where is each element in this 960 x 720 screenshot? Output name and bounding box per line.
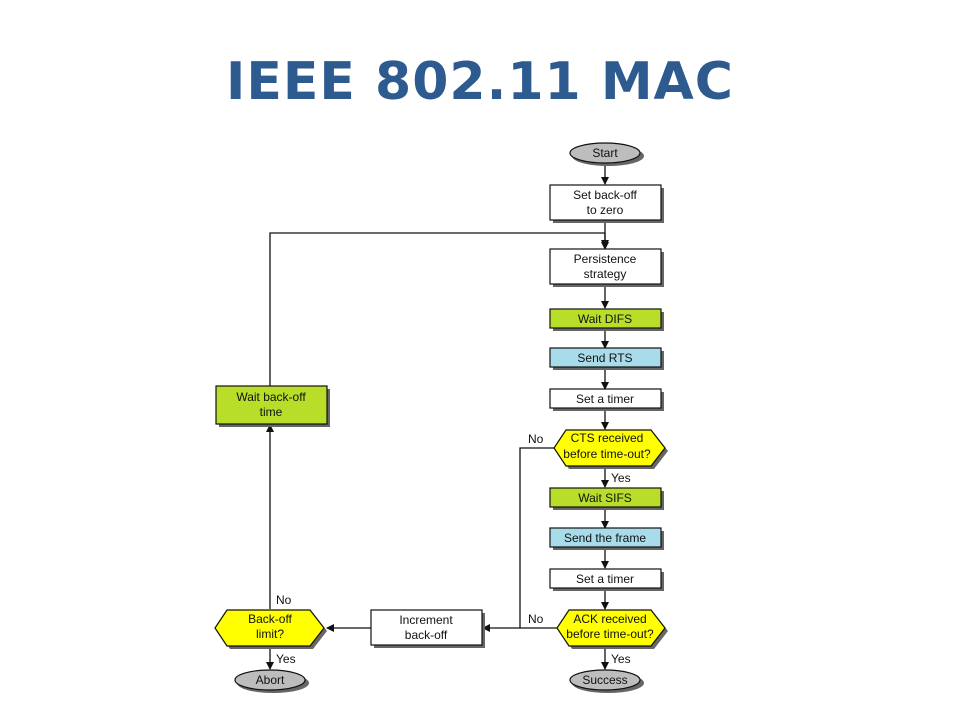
start-label: Start <box>592 146 618 160</box>
arrow-waitbackoff-loop <box>269 232 605 386</box>
persistence-box: Persistence strategy <box>549 248 664 287</box>
abort-shape <box>234 669 306 691</box>
wait-backoff-line-1: Wait back-off <box>236 390 306 404</box>
backoff-limit-decision: Back-off limit? <box>214 609 327 649</box>
cts-line-1: CTS received <box>571 431 644 445</box>
set-timer-1-box: Set a timer <box>549 388 664 411</box>
persistence-line-1: Persistence <box>574 252 637 266</box>
success-label: Success <box>582 673 627 687</box>
cts-decision: CTS received before time-out? <box>553 429 668 469</box>
wait-sifs-box: Wait SIFS <box>549 487 664 510</box>
wait-difs-label: Wait DIFS <box>578 312 632 326</box>
limit-yes-label: Yes <box>276 652 296 666</box>
increment-line-1: Increment <box>399 613 453 627</box>
set-timer-2-label: Set a timer <box>576 572 634 586</box>
cts-line-2: before time-out? <box>563 447 651 461</box>
set-timer-1-label: Set a timer <box>576 392 634 406</box>
send-rts-label: Send RTS <box>577 351 632 365</box>
ack-line-1: ACK received <box>573 612 646 626</box>
success-terminal: Success <box>569 669 644 693</box>
cts-yes-label: Yes <box>611 471 631 485</box>
page-title: IEEE 802.11 MAC <box>226 52 734 112</box>
ack-no-label: No <box>528 612 544 626</box>
limit-line-2: limit? <box>256 627 284 641</box>
abort-label: Abort <box>256 673 285 687</box>
arrow-cts-no-down <box>519 447 554 628</box>
start-shape <box>569 142 641 164</box>
wait-difs-box: Wait DIFS <box>549 308 664 331</box>
ack-yes-label: Yes <box>611 652 631 666</box>
increment-line-2: back-off <box>405 628 448 642</box>
cts-no-label: No <box>528 432 544 446</box>
wait-backoff-box: Wait back-off time <box>215 385 330 427</box>
set-timer-2-box: Set a timer <box>549 568 664 591</box>
send-frame-label: Send the frame <box>564 531 646 545</box>
abort-terminal: Abort <box>234 669 309 693</box>
persistence-line-2: strategy <box>584 267 627 281</box>
success-shape <box>569 669 641 691</box>
set-backoff-line-1: Set back-off <box>573 188 637 202</box>
wait-backoff-line-2: time <box>260 405 283 419</box>
set-backoff-line-2: to zero <box>587 203 624 217</box>
flow-connectors <box>266 163 609 670</box>
ack-decision: ACK received before time-out? <box>556 609 668 649</box>
increment-backoff-box: Increment back-off <box>370 609 485 648</box>
start-terminal: Start <box>569 142 644 166</box>
send-frame-box: Send the frame <box>549 527 664 550</box>
wait-sifs-label: Wait SIFS <box>578 491 632 505</box>
send-rts-box: Send RTS <box>549 347 664 370</box>
limit-no-label: No <box>276 593 292 607</box>
limit-line-1: Back-off <box>248 612 292 626</box>
ack-line-2: before time-out? <box>566 627 654 641</box>
set-backoff-box: Set back-off to zero <box>549 184 664 223</box>
